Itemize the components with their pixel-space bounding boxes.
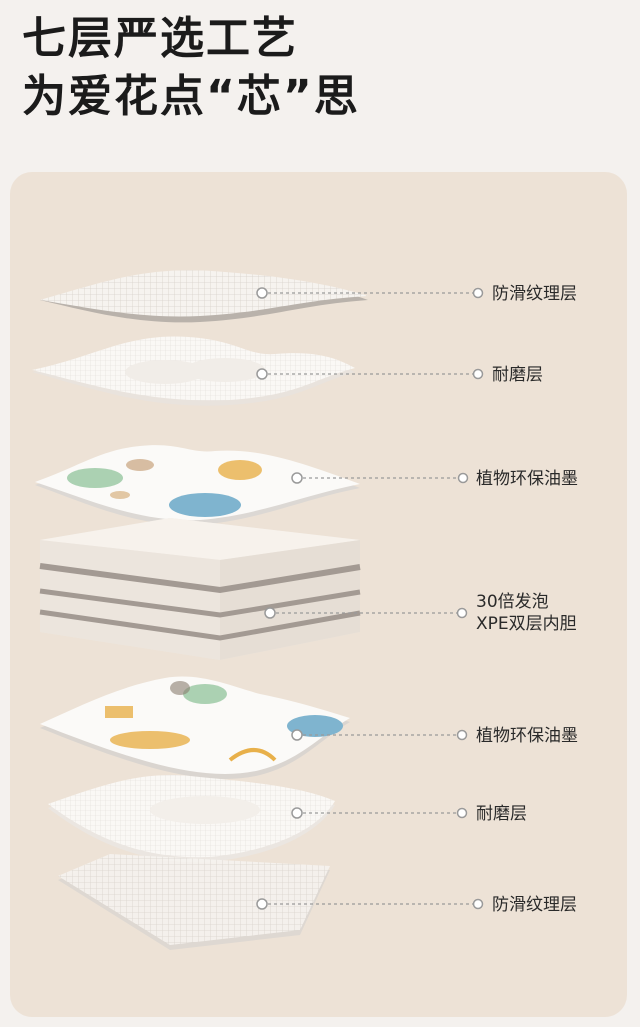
leader-end-dot-6 (456, 807, 468, 819)
layer-xpe-foam-core (39, 518, 361, 660)
layer-label-1: 防滑纹理层 (492, 284, 577, 304)
leader-end-dot-3 (457, 472, 469, 484)
layer-wear-resistant-bottom (48, 775, 335, 863)
layer-wear-resistant-top (32, 336, 355, 406)
title-line-2: 为爱花点“芯”思 (22, 71, 360, 122)
leader-start-dot-3 (291, 472, 303, 484)
leader-lines (262, 292, 478, 905)
layer-anti-slip-bottom (58, 854, 330, 950)
layer-print-top (35, 445, 360, 526)
layer-anti-slip-top (40, 270, 368, 323)
leader-start-dot-6 (291, 807, 303, 819)
layer-label-6: 耐磨层 (476, 804, 527, 824)
layer-label-5: 植物环保油墨 (476, 726, 578, 746)
layer-label-2: 耐磨层 (492, 365, 543, 385)
layer-label-4-line-1: 30倍发泡 (476, 592, 549, 612)
leader-end-dot-5 (456, 729, 468, 741)
leader-start-dot-4 (264, 607, 276, 619)
leader-end-dot-4 (456, 607, 468, 619)
layer-print-bottom (40, 676, 350, 779)
leader-end-dot-1 (472, 287, 484, 299)
layer-label-4: 30倍发泡 XPE双层内胆 (476, 591, 577, 635)
leader-end-dot-7 (472, 898, 484, 910)
leader-dots (256, 287, 484, 910)
leader-start-dot-5 (291, 729, 303, 741)
page-title: 七层严选工艺 为爱花点“芯”思 (22, 10, 360, 126)
layer-label-4-line-2: XPE双层内胆 (476, 614, 577, 634)
leader-end-dot-2 (472, 368, 484, 380)
layer-label-7: 防滑纹理层 (492, 895, 577, 915)
leader-start-dot-7 (256, 898, 268, 910)
layer-label-3: 植物环保油墨 (476, 469, 578, 489)
leader-start-dot-2 (256, 368, 268, 380)
leader-start-dot-1 (256, 287, 268, 299)
title-line-1: 七层严选工艺 (22, 13, 298, 64)
